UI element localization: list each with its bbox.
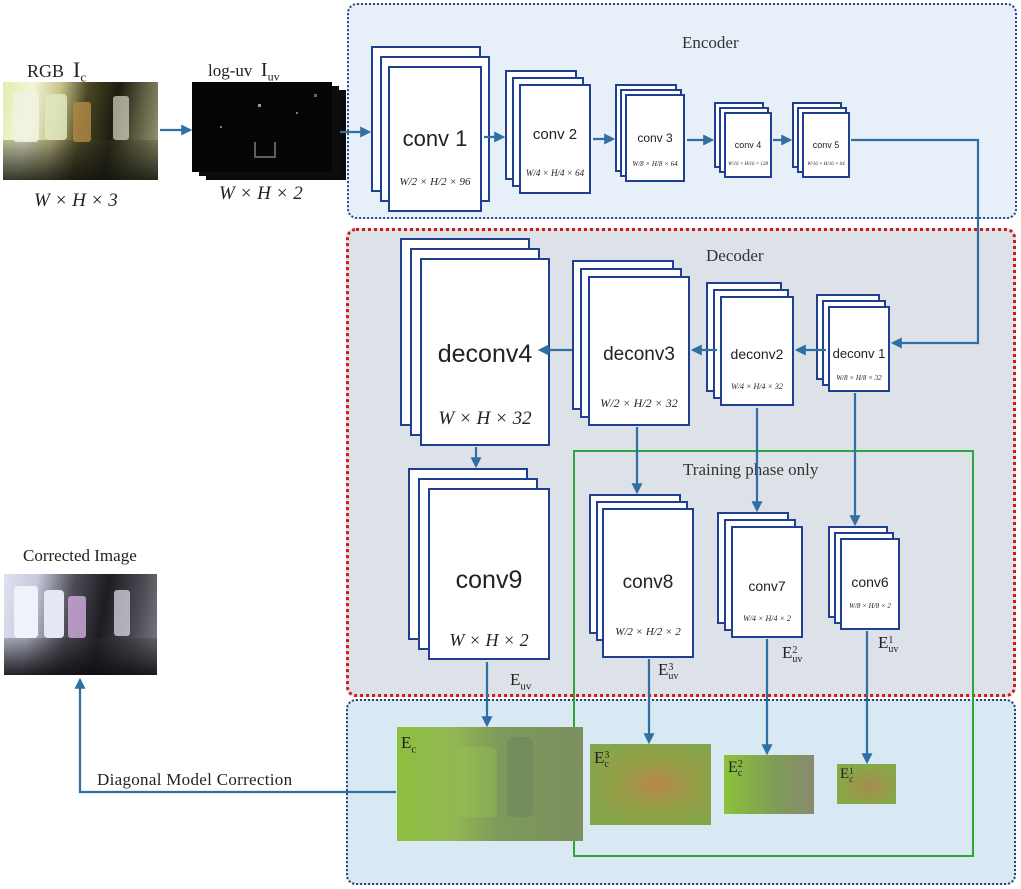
conv3-label: conv 3 — [637, 131, 673, 145]
conv8-dims: W/2 × H/2 × 2 — [615, 626, 681, 638]
conv4-dims: W/16 × H/16 × 128 — [728, 162, 768, 167]
diagonal-correction-label: Diagonal Model Correction — [97, 770, 293, 789]
deconv3-dims: W/2 × H/2 × 32 — [600, 396, 678, 410]
decoder-conv9-block: conv9 W × H × 2 — [428, 488, 550, 660]
training-conv7-block: conv7 W/4 × H/4 × 2 — [731, 526, 803, 638]
ec-label: Ec — [401, 733, 417, 756]
deconv4-dims: W × H × 32 — [438, 408, 532, 429]
corrected-image-label: Corrected Image — [23, 546, 137, 565]
rgb-label: RGB Ic — [27, 57, 87, 85]
deconv1-dims: W/8 × H/8 × 32 — [836, 374, 882, 382]
conv5-dims: W/16 × H/16 × 64 — [807, 162, 845, 167]
training-title: Training phase only — [683, 460, 819, 479]
conv3-dims: W/8 × H/8 × 64 — [632, 160, 678, 168]
arrow-conv5-to-deconv1 — [851, 138, 980, 349]
conv2-label: conv 2 — [532, 126, 578, 143]
loguv-dims: W × H × 2 — [219, 183, 303, 204]
conv2-dims: W/4 × H/4 × 64 — [525, 168, 585, 178]
conv6-dims: W/8 × H/8 × 2 — [849, 602, 891, 610]
rgb-input-image — [3, 82, 158, 180]
deconv2-dims: W/4 × H/4 × 32 — [731, 382, 783, 391]
decoder-deconv2-block: deconv2 W/4 × H/4 × 32 — [720, 296, 794, 406]
conv6-label: conv6 — [851, 574, 889, 590]
conv9-label: conv9 — [455, 566, 523, 594]
training-conv6-block: conv6 W/8 × H/8 × 2 — [840, 538, 900, 630]
encoder-conv2-block: conv 2 W/4 × H/4 × 64 — [519, 84, 591, 194]
ec-illumination-map: Ec — [397, 727, 583, 841]
conv7-dims: W/4 × H/4 × 2 — [743, 614, 791, 623]
conv8-label: conv8 — [622, 572, 674, 593]
decoder-title: Decoder — [706, 246, 764, 265]
arrow-ec-to-corrected — [74, 677, 396, 794]
corrected-output-image — [4, 574, 157, 675]
deconv4-label: deconv4 — [437, 340, 533, 368]
encoder-title: Encoder — [682, 33, 739, 52]
euv-label: Euv — [510, 670, 532, 693]
loguv-input-image — [192, 82, 332, 172]
conv1-dims: W/2 × H/2 × 96 — [399, 176, 471, 188]
encoder-conv1-block: conv 1 W/2 × H/2 × 96 — [388, 66, 482, 212]
encoder-conv5-block: conv 5 W/16 × H/16 × 64 — [802, 112, 850, 178]
training-phase-box: Training phase only — [573, 450, 974, 857]
conv9-dims: W × H × 2 — [449, 630, 529, 650]
conv5-label: conv 5 — [812, 140, 840, 150]
training-conv8-block: conv8 W/2 × H/2 × 2 — [602, 508, 694, 658]
decoder-deconv1-block: deconv 1 W/8 × H/8 × 32 — [828, 306, 890, 392]
loguv-label: log-uv Iuv — [208, 59, 280, 84]
deconv2-label: deconv2 — [730, 346, 784, 362]
encoder-conv3-block: conv 3 W/8 × H/8 × 64 — [625, 94, 685, 182]
conv4-label: conv 4 — [734, 140, 762, 150]
decoder-deconv3-block: deconv3 W/2 × H/2 × 32 — [588, 276, 690, 426]
encoder-conv4-block: conv 4 W/16 × H/16 × 128 — [724, 112, 772, 178]
rgb-dims: W × H × 3 — [34, 190, 118, 211]
deconv3-label: deconv3 — [603, 344, 675, 365]
conv7-label: conv7 — [748, 578, 786, 594]
decoder-deconv4-block: deconv4 W × H × 32 — [420, 258, 550, 446]
conv1-label: conv 1 — [402, 126, 468, 151]
deconv1-label: deconv 1 — [832, 346, 886, 361]
